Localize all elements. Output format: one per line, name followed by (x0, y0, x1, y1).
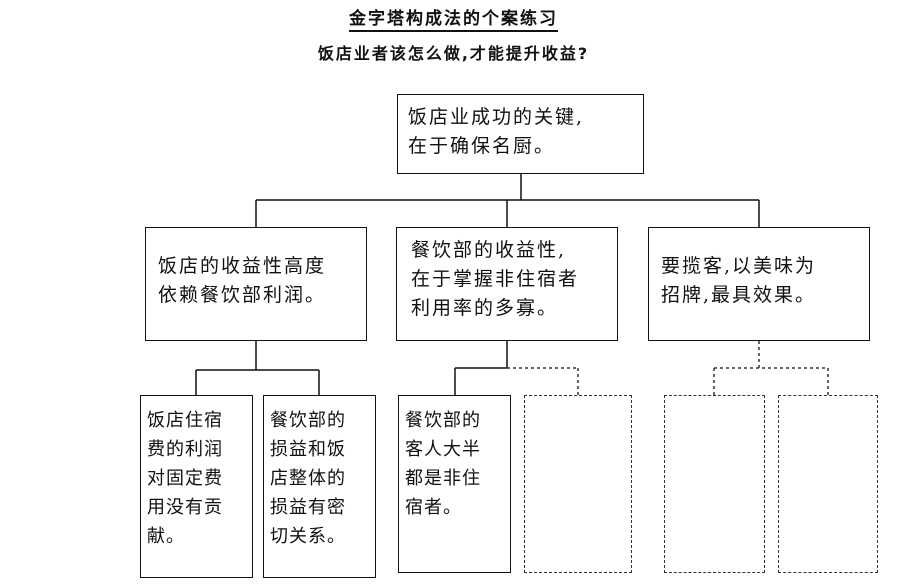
level2-node-left: 饭店的收益性高度 依赖餐饮部利润。 (145, 227, 367, 341)
node-text-line: 在于掌握非住宿者 (411, 268, 580, 290)
level3-node-2: 餐饮部的 损益和饭 店整体的 损益有密 切关系。 (263, 395, 376, 578)
node-text-line: 献。 (147, 526, 185, 547)
node-text-line: 招牌,最具效果。 (661, 284, 817, 306)
diagram-title: 金字塔构成法的个案练习 (0, 4, 907, 32)
node-text-line: 宿者。 (405, 497, 462, 518)
level2-node-right: 要揽客,以美味为 招牌,最具效果。 (648, 227, 870, 341)
node-text-line: 客人大半 (405, 439, 481, 460)
node-text-line: 在于确保名厨。 (408, 135, 556, 157)
node-text-line: 饭店业成功的关键, (408, 106, 585, 128)
node-text-line: 费的利润 (147, 439, 223, 460)
node-text-line: 切关系。 (270, 526, 346, 547)
node-text-line: 餐饮部的 (405, 410, 481, 431)
level3-node-1: 饭店住宿 费的利润 对固定费 用没有贡 献。 (140, 395, 253, 578)
node-text-line: 餐饮部的收益性, (411, 239, 567, 261)
node-text-line: 饭店的收益性高度 (158, 255, 327, 277)
node-text-line: 都是非住 (405, 468, 481, 489)
top-node: 饭店业成功的关键, 在于确保名厨。 (397, 94, 644, 174)
node-text-line: 饭店住宿 (147, 410, 223, 431)
node-text-line: 对固定费 (147, 468, 223, 489)
diagram-subtitle: 饭店业者该怎么做,才能提升收益? (317, 44, 590, 63)
node-text-line: 依赖餐饮部利润。 (158, 284, 327, 306)
node-text-line: 店整体的 (270, 468, 346, 489)
node-text-line: 用没有贡 (147, 497, 223, 518)
node-text-line: 损益和饭 (270, 439, 346, 460)
level3-node-3: 餐饮部的 客人大半 都是非住 宿者。 (398, 395, 511, 573)
level3-node-empty-2 (664, 395, 765, 573)
node-text-line: 餐饮部的 (270, 410, 346, 431)
level2-node-middle: 餐饮部的收益性, 在于掌握非住宿者 利用率的多寡。 (396, 227, 618, 341)
node-text-line: 损益有密 (270, 497, 346, 518)
level3-node-empty-1 (524, 395, 632, 573)
level3-node-empty-3 (778, 395, 878, 573)
node-text-line: 利用率的多寡。 (411, 297, 559, 319)
node-text-line: 要揽客,以美味为 (661, 255, 817, 277)
